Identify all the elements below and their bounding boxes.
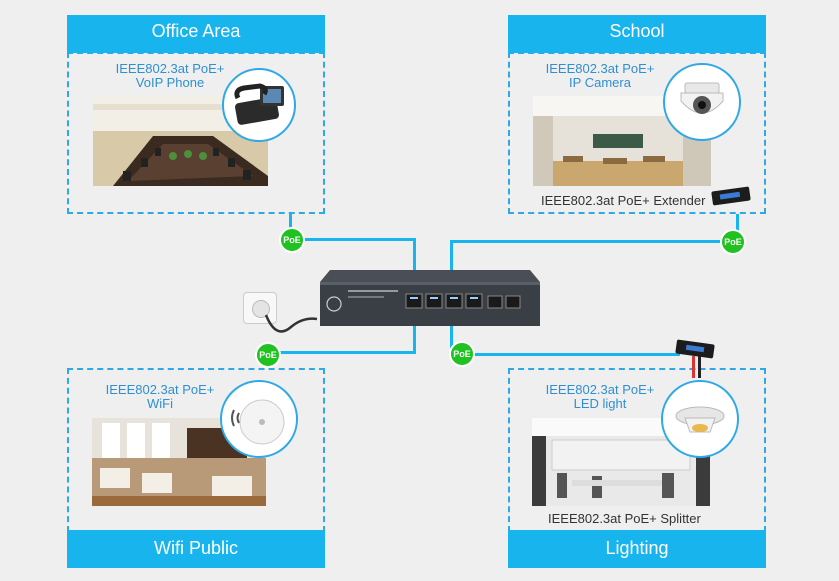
lighting-caption-standard: IEEE802.3at PoE+: [545, 382, 655, 397]
school-caption-standard: IEEE802.3at PoE+: [545, 61, 655, 76]
poe-badge-lighting: PoE: [449, 341, 475, 367]
school-extender-label: IEEE802.3at PoE+ Extender: [541, 193, 706, 208]
poe-switch: [318, 268, 542, 328]
lighting-office-photo: [532, 418, 710, 506]
office-caption-device: VoIP Phone: [135, 75, 205, 90]
wifi-access-point-icon: [231, 399, 285, 445]
link-wifi-h: [266, 351, 416, 354]
poe-badge-office: PoE: [279, 227, 305, 253]
lighting-caption-device: LED light: [573, 396, 627, 411]
school-caption: IEEE802.3at PoE+ IP Camera: [525, 62, 675, 90]
wifi-caption: IEEE802.3at PoE+ WiFi: [80, 383, 240, 411]
lighting-banner: Lighting: [508, 530, 766, 568]
poe-badge-wifi: PoE: [255, 342, 281, 368]
power-cable: [264, 314, 318, 333]
led-light-icon: [675, 406, 725, 433]
office-caption-standard: IEEE802.3at PoE+: [115, 61, 225, 76]
office-area-title: Office Area: [151, 21, 241, 41]
wifi-caption-device: WiFi: [147, 396, 173, 411]
ip-camera-circle: [663, 63, 741, 141]
wifi-ap-circle: [220, 380, 298, 458]
school-banner: School: [508, 15, 766, 53]
school-title: School: [609, 21, 665, 41]
school-classroom-photo: [533, 96, 711, 186]
link-school-h: [450, 240, 739, 243]
link-lighting-v: [450, 325, 453, 355]
link-wifi-v: [413, 325, 416, 353]
office-area-banner: Office Area: [67, 15, 325, 53]
lighting-title: Lighting: [605, 538, 669, 558]
link-office: [289, 212, 292, 240]
voip-phone-circle: [222, 68, 296, 142]
school-caption-device: IP Camera: [569, 75, 631, 90]
link-office-h: [289, 238, 415, 241]
lighting-caption: IEEE802.3at PoE+ LED light: [525, 383, 675, 411]
ip-camera-icon: [680, 82, 724, 114]
link-school-v: [450, 240, 453, 270]
wifi-public-title: Wifi Public: [153, 538, 238, 558]
link-lighting-h: [450, 353, 680, 356]
voip-phone-icon: [234, 83, 284, 125]
wifi-public-banner: Wifi Public: [67, 530, 325, 568]
splitter-wires: [690, 356, 704, 378]
office-caption: IEEE802.3at PoE+ VoIP Phone: [90, 62, 250, 90]
link-office-v: [413, 238, 416, 270]
wifi-caption-standard: IEEE802.3at PoE+: [105, 382, 215, 397]
led-light-circle: [661, 380, 739, 458]
power-outlet-icon: [243, 292, 277, 324]
lighting-splitter-label: IEEE802.3at PoE+ Splitter: [548, 511, 701, 526]
poe-badge-school: PoE: [720, 229, 746, 255]
